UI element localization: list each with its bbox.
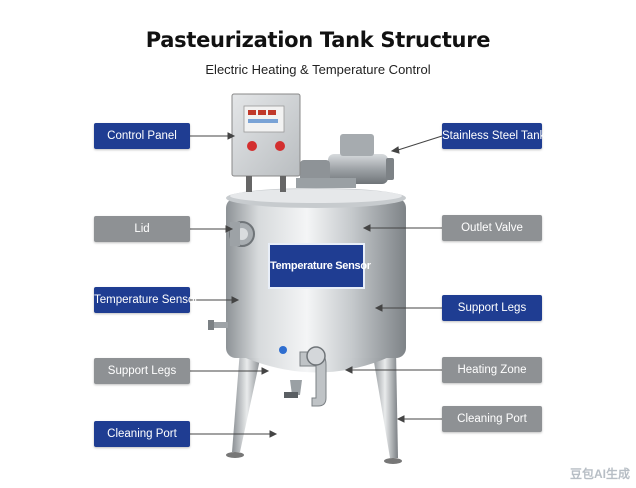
label-stainless-steel-tank: Stainless Steel Tank xyxy=(442,123,545,149)
label-support-legs-left: Support Legs xyxy=(94,358,190,384)
page-subtitle: Electric Heating & Temperature Control xyxy=(205,62,431,77)
label-heating-zone: Heating Zone xyxy=(442,357,542,383)
label-outlet-valve: Outlet Valve xyxy=(442,215,542,241)
watermark: 豆包AI生成 xyxy=(569,467,630,481)
label-support-legs-right: Support Legs xyxy=(442,295,542,321)
leg-left xyxy=(232,350,262,452)
page-title: Pasteurization Tank Structure xyxy=(145,28,491,52)
label-temperature-sensor: Temperature Sensor xyxy=(94,287,198,313)
label-lid: Lid xyxy=(94,216,190,242)
label-cleaning-port-right: Cleaning Port xyxy=(442,406,542,432)
leader-lines xyxy=(190,132,443,438)
label-cleaning-port-left: Cleaning Port xyxy=(94,421,190,447)
leg-right xyxy=(372,350,398,458)
label-control-panel: Control Panel xyxy=(94,123,190,149)
tank-sensor-plate: Temperature Sensor xyxy=(268,243,371,289)
